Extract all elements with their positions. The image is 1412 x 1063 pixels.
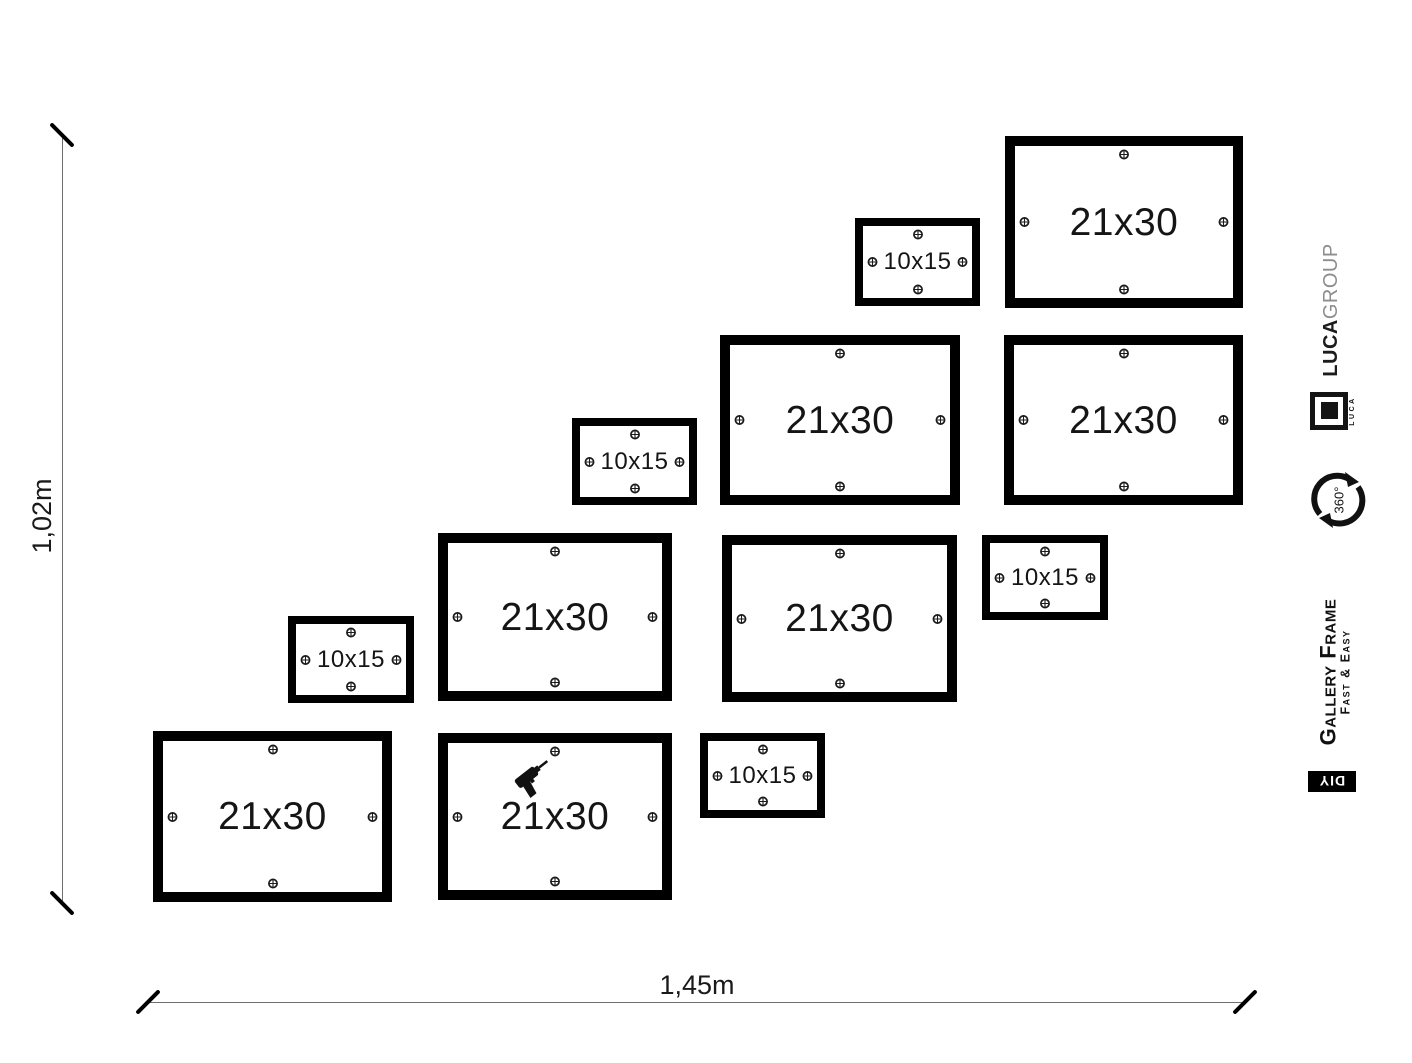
screw-icon (835, 481, 846, 492)
screw-icon (802, 770, 813, 781)
screw-icon (674, 456, 685, 467)
frame-size-label: 10x15 (883, 248, 952, 275)
screw-icon (1085, 572, 1096, 583)
screw-icon (867, 257, 878, 268)
screw-icon (757, 744, 768, 755)
screw-icon (550, 677, 561, 688)
luca-logo-inner-square (1320, 402, 1338, 420)
picture-frame: 21x30 (720, 335, 960, 505)
picture-frame: 10x15 (700, 733, 825, 818)
drill-icon (512, 752, 558, 798)
screw-icon (629, 429, 640, 440)
screw-icon (267, 878, 278, 889)
screw-icon (736, 613, 747, 624)
frame-size-label: 21x30 (500, 795, 610, 838)
screw-icon (1040, 598, 1051, 609)
screw-icon (300, 654, 311, 665)
luca-logo-caption: LUCA (1349, 396, 1356, 426)
screw-icon (912, 284, 923, 295)
screw-icon (1119, 149, 1130, 160)
screw-icon (957, 257, 968, 268)
screw-icon (935, 415, 946, 426)
screw-icon (1018, 415, 1029, 426)
picture-frame: 21x30 (722, 535, 957, 702)
screw-icon (834, 548, 845, 559)
screw-icon (1118, 481, 1129, 492)
screw-icon (452, 811, 463, 822)
screw-icon (647, 612, 658, 623)
gallery-frame-subtitle: Fast & Easy (1338, 629, 1353, 715)
screw-icon (912, 229, 923, 240)
screw-icon (757, 796, 768, 807)
frame-size-label: 10x15 (1011, 563, 1079, 591)
height-dimension-label: 1,02m (26, 478, 57, 554)
screw-icon (994, 572, 1005, 583)
screw-icon (584, 456, 595, 467)
luca-logo-square-icon (1310, 392, 1348, 430)
screw-icon (1218, 415, 1229, 426)
screw-icon (550, 546, 561, 557)
picture-frame: 21x30 (153, 731, 392, 902)
frame-size-label: 21x30 (1069, 200, 1179, 244)
group-wordmark-light: GROUP (1319, 243, 1342, 320)
screw-icon (267, 744, 278, 755)
frame-size-label: 21x30 (1069, 398, 1178, 442)
screw-icon (647, 811, 658, 822)
screw-icon (452, 612, 463, 623)
screw-icon (1118, 348, 1129, 359)
screw-icon (346, 627, 357, 638)
frame-size-label: 10x15 (728, 761, 797, 789)
screw-icon (346, 681, 357, 692)
screw-icon (1218, 217, 1229, 228)
dimension-line (148, 1002, 1245, 1003)
screw-icon (367, 811, 378, 822)
screw-icon (932, 613, 943, 624)
picture-frame: 21x30 (438, 533, 672, 701)
gallery-frame-wordmark: Gallery Frame Fast & Easy (1313, 580, 1357, 765)
frame-size-label: 10x15 (317, 645, 385, 673)
rotation-360-label: 360° (1332, 487, 1347, 514)
diy-logo-label: DIY (1308, 771, 1356, 792)
picture-frame: 21x30 (1004, 335, 1243, 505)
luca-wordmark-bold: LUCA (1319, 319, 1342, 377)
screw-icon (550, 746, 561, 757)
screw-icon (167, 811, 178, 822)
picture-frame: 10x15 (572, 418, 697, 505)
screw-icon (1019, 217, 1030, 228)
gallery-frame-title: Gallery Frame (1315, 598, 1341, 746)
screw-icon (391, 654, 402, 665)
picture-frame: 10x15 (855, 218, 980, 306)
picture-frame: 10x15 (982, 535, 1108, 620)
screw-icon (712, 770, 723, 781)
frame-size-label: 21x30 (218, 795, 327, 838)
screw-icon (835, 348, 846, 359)
frame-size-label: 21x30 (785, 597, 894, 640)
rotation-360-icon: 360° (1307, 468, 1371, 532)
picture-frame: 10x15 (288, 616, 414, 703)
luca-logo: LUCA (1308, 386, 1358, 436)
diy-logo: DIY (1308, 771, 1356, 792)
frame-size-label: 10x15 (600, 447, 669, 475)
frame-size-label: 21x30 (785, 398, 895, 442)
picture-frame: 21x30 (1005, 136, 1243, 308)
screw-icon (1040, 546, 1051, 557)
dimension-line (62, 135, 63, 903)
screw-icon (550, 876, 561, 887)
screw-icon (734, 415, 745, 426)
picture-frame: 21x30 (438, 733, 672, 900)
screw-icon (1119, 284, 1130, 295)
screw-icon (834, 678, 845, 689)
screw-icon (629, 483, 640, 494)
width-dimension-label: 1,45m (659, 969, 735, 1000)
frame-size-label: 21x30 (500, 595, 610, 639)
